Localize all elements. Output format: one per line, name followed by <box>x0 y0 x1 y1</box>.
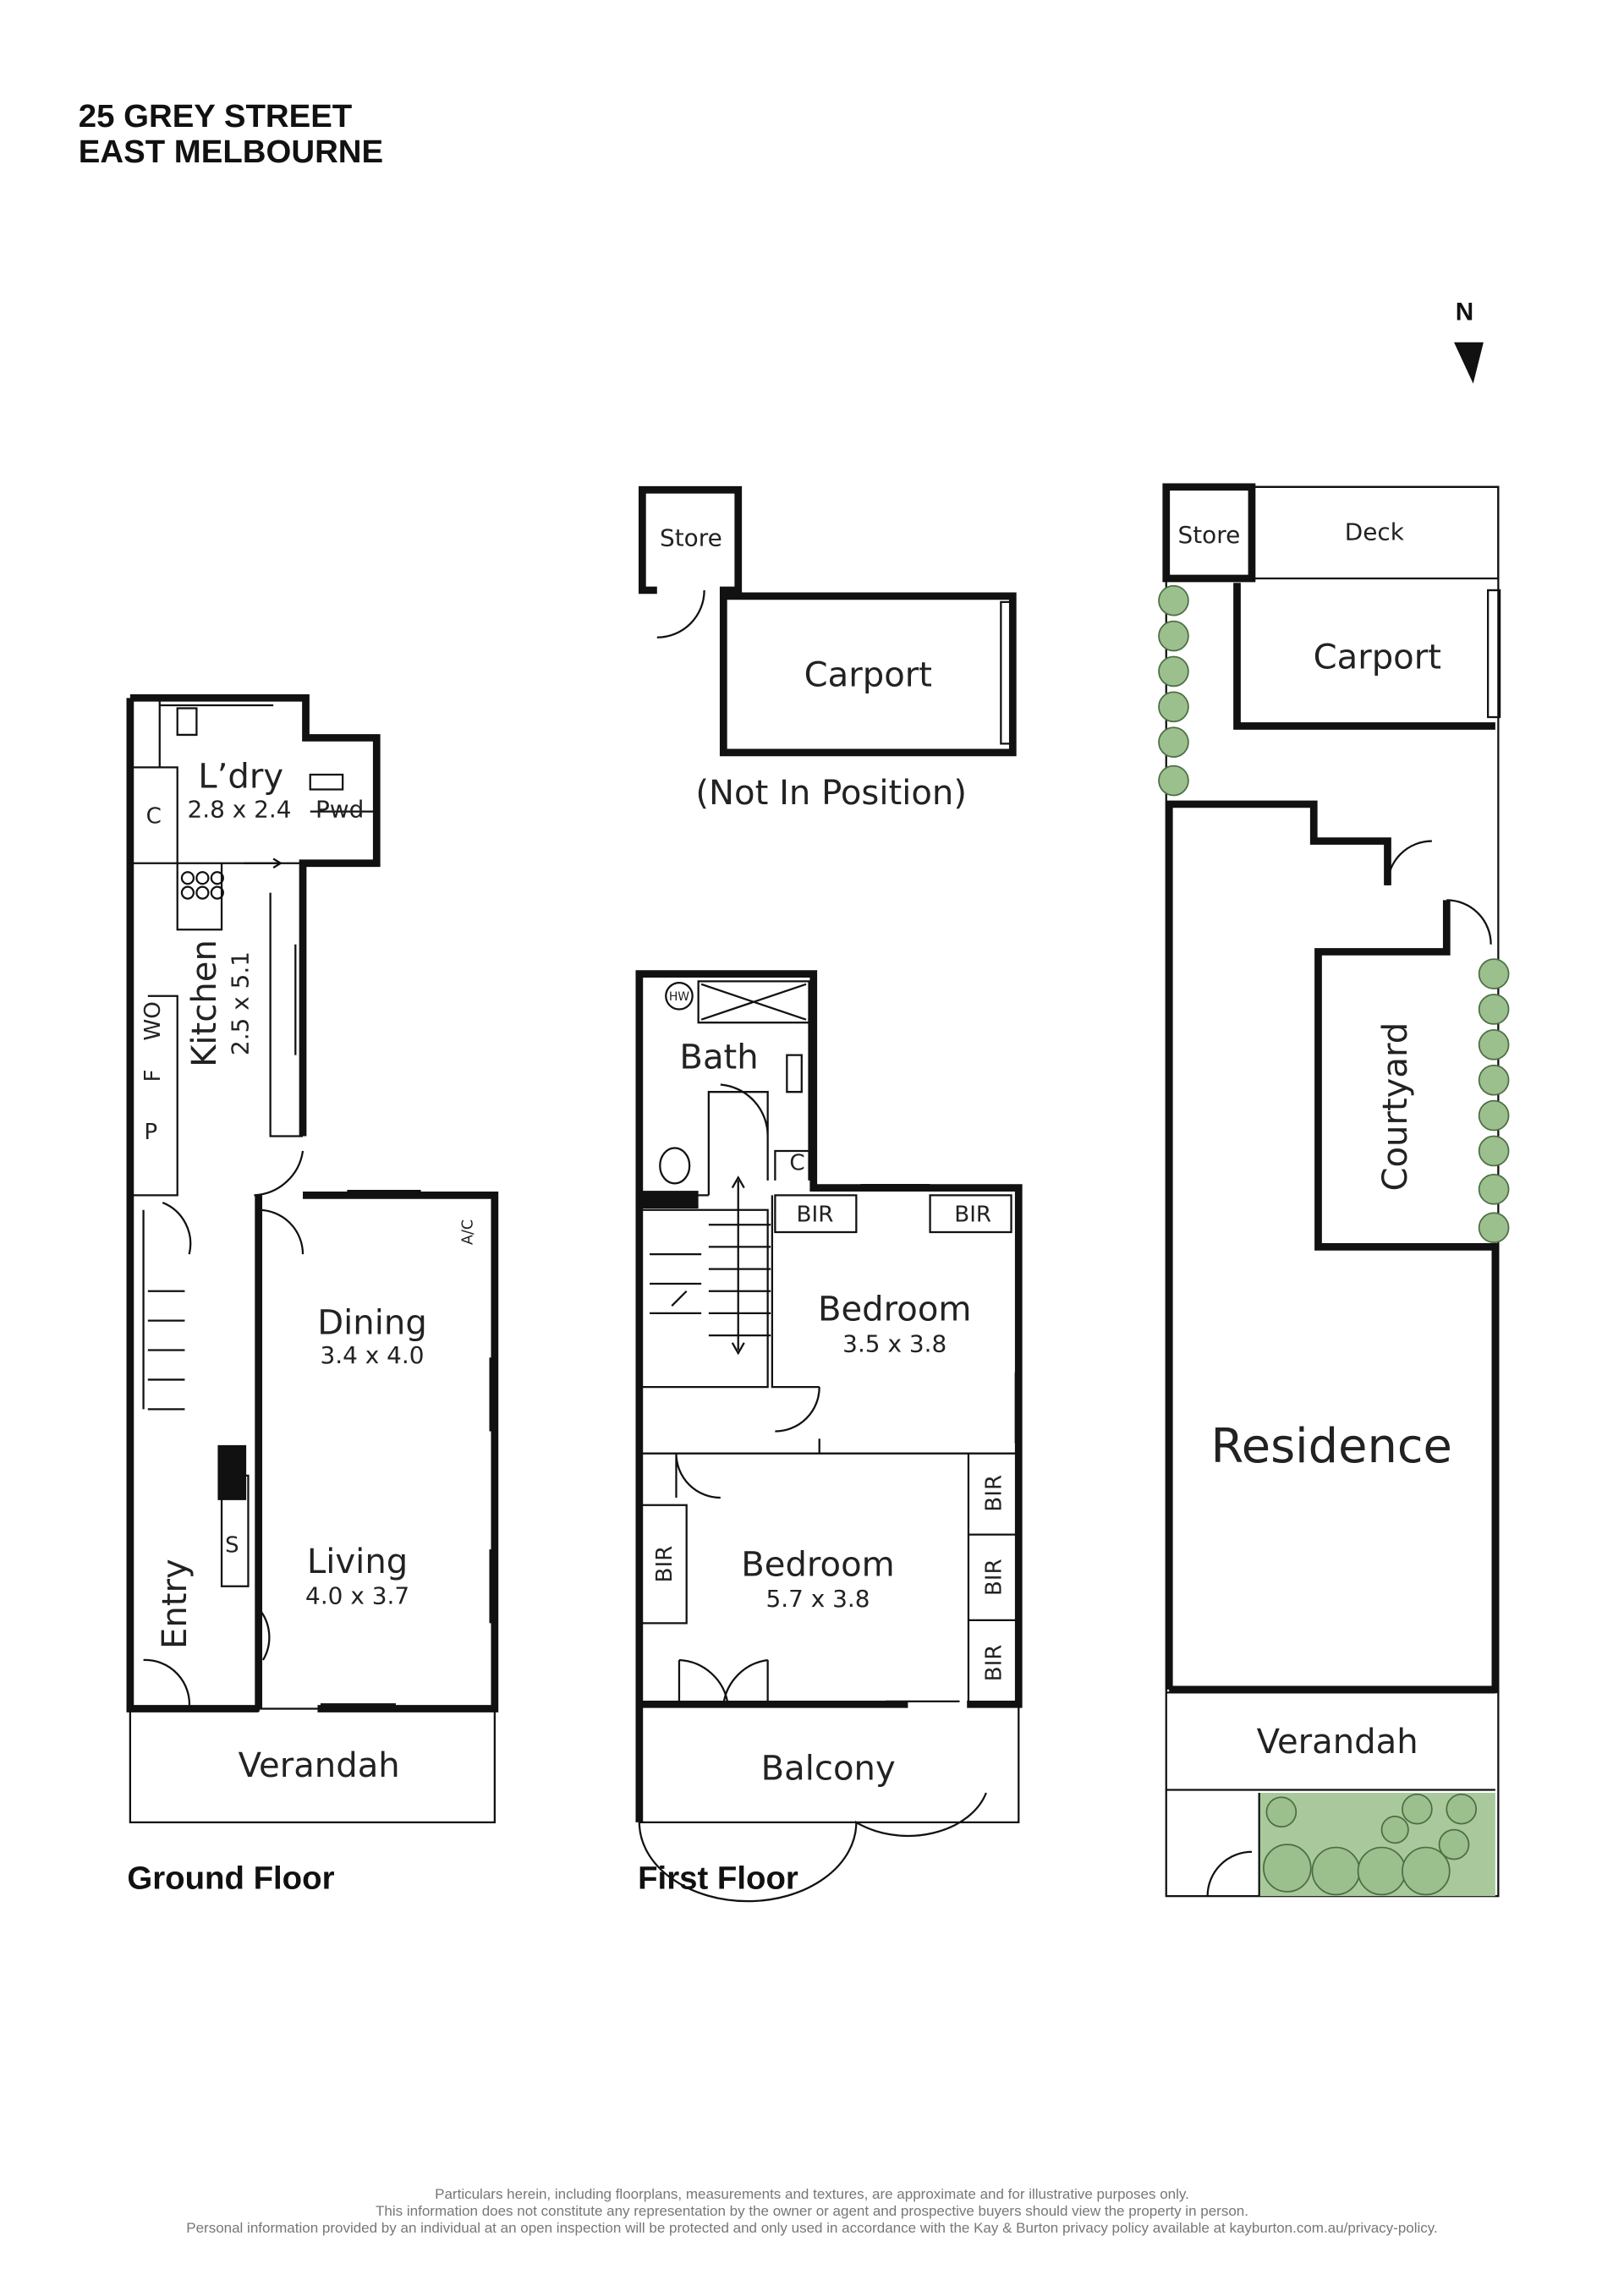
room-powder-name: Pwd <box>315 796 364 824</box>
fixture-pantry: P <box>144 1120 157 1145</box>
room-bedroom-2-dims: 5.7 x 3.8 <box>765 1585 870 1613</box>
fixture-cupboard-ff: C <box>789 1151 804 1176</box>
hedge-trees <box>1158 584 1510 1896</box>
site-plan: Store Deck Carport Courtyard Residence V… <box>1158 483 1510 1898</box>
fixture-bir-1: BIR <box>797 1203 834 1228</box>
disclaimer-line-1: Particulars herein, including floorplans… <box>435 2186 1189 2202</box>
fixture-aircon: A/C <box>460 1219 477 1245</box>
fixture-fridge: F <box>140 1069 166 1082</box>
room-laundry-name: L’dry <box>198 758 283 797</box>
site-verandah: Verandah <box>1257 1723 1418 1762</box>
disclaimer: Particulars herein, including floorplans… <box>0 2186 1624 2237</box>
room-bedroom-1-dims: 3.5 x 3.8 <box>842 1329 946 1357</box>
outbuilding-note: (Not In Position) <box>695 774 967 813</box>
verandah-area <box>129 1707 496 1824</box>
site-carport: Carport <box>1314 638 1441 677</box>
fixture-cupboard: C <box>146 804 162 830</box>
room-laundry-dims: 2.8 x 2.4 <box>187 796 291 824</box>
site-deck: Deck <box>1345 518 1405 546</box>
room-bedroom-1-name: Bedroom <box>818 1290 971 1329</box>
ground-floor-plan: L’dry 2.8 x 2.4 Pwd C Kitchen 2.5 x 5.1 … <box>126 693 499 1896</box>
first-floor-heading: First Floor <box>638 1860 798 1896</box>
fixture-bir-5: BIR <box>981 1559 1007 1596</box>
fixture-bir-3: BIR <box>652 1546 678 1583</box>
disclaimer-line-3: Personal information provided by an indi… <box>186 2220 1438 2236</box>
fixture-stove: S <box>225 1533 239 1559</box>
svg-text:N: N <box>1456 299 1473 326</box>
outbuilding-carport: Carport <box>804 655 932 694</box>
room-dining-name: Dining <box>317 1303 427 1342</box>
address-line-2: EAST MELBOURNE <box>79 134 383 170</box>
room-dining-dims: 3.4 x 4.0 <box>321 1341 425 1369</box>
site-residence: Residence <box>1210 1419 1451 1474</box>
room-kitchen-name: Kitchen <box>185 940 224 1067</box>
address-line-1: 25 GREY STREET <box>79 98 353 134</box>
room-living-dims: 4.0 x 3.7 <box>305 1582 409 1610</box>
fixture-hot-water: HW <box>669 990 689 1004</box>
fixture-bir-4: BIR <box>981 1475 1007 1512</box>
outbuilding-store: Store <box>660 524 722 552</box>
first-floor-plan: HW Bath C BIR BIR Bedroom 3.5 x 3.8 BIR … <box>635 970 1023 1903</box>
site-store: Store <box>1177 521 1240 549</box>
site-courtyard: Courtyard <box>1376 1022 1415 1192</box>
room-living-name: Living <box>307 1543 408 1581</box>
room-balcony-name: Balcony <box>761 1749 896 1788</box>
room-bedroom-2-name: Bedroom <box>741 1546 894 1585</box>
disclaimer-line-2: This information does not constitute any… <box>376 2203 1248 2219</box>
fixture-bir-2: BIR <box>954 1203 991 1228</box>
ground-floor-heading: Ground Floor <box>127 1860 334 1896</box>
north-arrow-icon: N <box>1454 299 1484 384</box>
room-entry-name: Entry <box>156 1559 195 1649</box>
fixture-bir-6: BIR <box>981 1645 1007 1682</box>
fixture-wall-oven: WO <box>140 1001 166 1040</box>
room-kitchen-dims: 2.5 x 5.1 <box>226 951 254 1055</box>
room-verandah-name: Verandah <box>239 1746 400 1785</box>
outbuilding-plan: Store Carport (Not In Position) <box>638 485 1017 813</box>
room-bath-name: Bath <box>679 1038 758 1077</box>
